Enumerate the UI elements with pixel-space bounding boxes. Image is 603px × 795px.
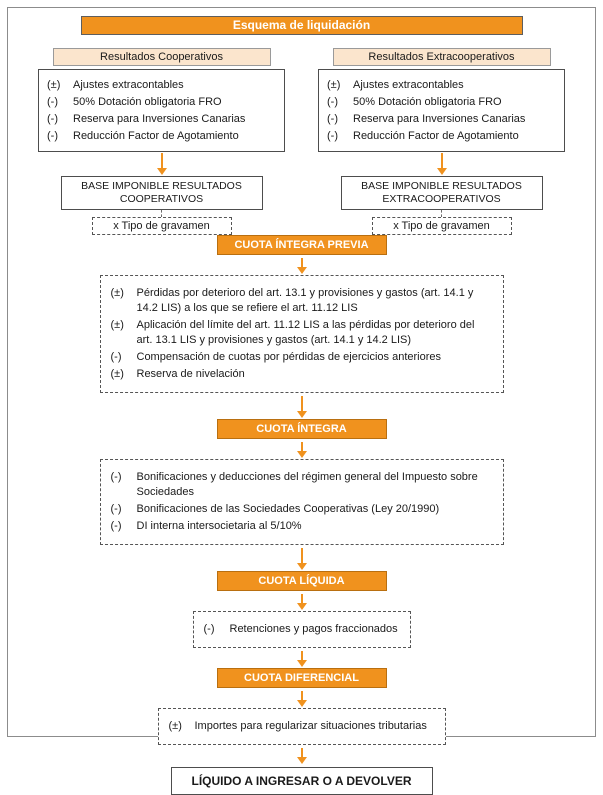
cuota-integra-adjustments-box: (-) Bonificaciones y deducciones del rég… bbox=[99, 459, 504, 545]
stage-cuota-liquida: CUOTA LÍQUIDA bbox=[216, 571, 387, 591]
down-arrow-icon bbox=[296, 257, 308, 275]
item-sign: (±) bbox=[110, 319, 124, 331]
item-text: Retenciones y pagos fraccionados bbox=[229, 623, 398, 635]
item-sign: (-) bbox=[110, 503, 122, 515]
down-arrow-icon bbox=[296, 593, 308, 611]
extracooperative-results-column: Resultados Extracooperativos (±) Ajustes… bbox=[318, 48, 565, 235]
adjustment-item: (±) Aplicación del límite del art. 11.12… bbox=[111, 318, 493, 348]
down-arrow-icon bbox=[296, 747, 308, 765]
item-text: Ajustes extracontables bbox=[353, 79, 464, 91]
item-text: Reserva de nivelación bbox=[136, 368, 245, 380]
stage-cuota-integra-previa: CUOTA ÍNTEGRA PREVIA bbox=[216, 235, 387, 255]
adjustment-item: (-) DI interna intersocietaria al 5/10% bbox=[111, 519, 493, 534]
item-text: Pérdidas por deterioro del art. 13.1 y p… bbox=[136, 287, 474, 314]
item-text: Bonificaciones de las Sociedades Coopera… bbox=[136, 503, 440, 515]
adjustment-item: (-) Reducción Factor de Agotamiento bbox=[327, 128, 556, 144]
item-text: Aplicación del límite del art. 11.12 LIS… bbox=[136, 319, 475, 346]
connector-line bbox=[161, 210, 162, 217]
item-sign: (-) bbox=[47, 96, 58, 108]
adjustment-item: (-) 50% Dotación obligatoria FRO bbox=[47, 94, 276, 110]
item-text: 50% Dotación obligatoria FRO bbox=[73, 96, 222, 108]
item-sign: (±) bbox=[110, 368, 124, 380]
tax-rate-box-cooperativos: x Tipo de gravamen bbox=[91, 217, 232, 235]
adjustment-item: (±) Importes para regularizar situacione… bbox=[169, 719, 435, 734]
down-arrow-icon bbox=[436, 152, 448, 176]
final-result-box: LÍQUIDO A INGRESAR O A DEVOLVER bbox=[170, 767, 433, 795]
stage-cuota-diferencial: CUOTA DIFERENCIAL bbox=[216, 668, 387, 688]
item-sign: (-) bbox=[47, 130, 58, 142]
adjustment-item: (-) Retenciones y pagos fraccionados bbox=[204, 622, 400, 637]
down-arrow-icon bbox=[156, 152, 168, 176]
stage-cuota-integra: CUOTA ÍNTEGRA bbox=[216, 419, 387, 439]
item-text: 50% Dotación obligatoria FRO bbox=[353, 96, 502, 108]
columns-row: Resultados Cooperativos (±) Ajustes extr… bbox=[16, 48, 587, 235]
item-text: Compensación de cuotas por pérdidas de e… bbox=[136, 351, 442, 363]
item-sign: (-) bbox=[327, 130, 338, 142]
item-text: Reducción Factor de Agotamiento bbox=[353, 130, 519, 142]
adjustment-item: (-) Reducción Factor de Agotamiento bbox=[47, 128, 276, 144]
item-text: Reducción Factor de Agotamiento bbox=[73, 130, 239, 142]
cuota-integra-previa-adjustments-box: (±) Pérdidas por deterioro del art. 13.1… bbox=[99, 275, 504, 393]
item-sign: (±) bbox=[327, 79, 341, 91]
item-text: DI interna intersocietaria al 5/10% bbox=[136, 520, 302, 532]
cooperative-results-column: Resultados Cooperativos (±) Ajustes extr… bbox=[38, 48, 285, 235]
base-imponible-cooperativos-box: BASE IMPONIBLE RESULTADOS COOPERATIVOS bbox=[60, 176, 263, 210]
item-sign: (±) bbox=[110, 287, 124, 299]
adjustment-item: (±) Reserva de nivelación bbox=[111, 367, 493, 382]
down-arrow-icon bbox=[296, 690, 308, 708]
base-imponible-extracooperativos-box: BASE IMPONIBLE RESULTADOS EXTRACOOPERATI… bbox=[340, 176, 543, 210]
item-text: Reserva para Inversiones Canarias bbox=[353, 113, 526, 125]
retenciones-box: (-) Retenciones y pagos fraccionados bbox=[192, 611, 411, 648]
adjustment-item: (±) Ajustes extracontables bbox=[47, 77, 276, 93]
adjustment-item: (-) Reserva para Inversiones Canarias bbox=[47, 111, 276, 127]
adjustment-item: (-) Bonificaciones y deducciones del rég… bbox=[111, 470, 493, 500]
adjustment-item: (-) Compensación de cuotas por pérdidas … bbox=[111, 350, 493, 365]
item-sign: (-) bbox=[110, 520, 122, 532]
item-sign: (-) bbox=[110, 351, 122, 363]
importes-regularizacion-box: (±) Importes para regularizar situacione… bbox=[157, 708, 446, 745]
item-text: Reserva para Inversiones Canarias bbox=[73, 113, 246, 125]
adjustment-item: (-) 50% Dotación obligatoria FRO bbox=[327, 94, 556, 110]
item-sign: (±) bbox=[168, 720, 182, 732]
item-text: Ajustes extracontables bbox=[73, 79, 184, 91]
column-header-cooperativos: Resultados Cooperativos bbox=[52, 48, 271, 66]
diagram-title: Esquema de liquidación bbox=[80, 16, 523, 35]
adjustment-item: (±) Ajustes extracontables bbox=[327, 77, 556, 93]
item-text: Importes para regularizar situaciones tr… bbox=[194, 720, 427, 732]
cooperative-adjustments-box: (±) Ajustes extracontables (-) 50% Dotac… bbox=[38, 69, 285, 152]
adjustment-item: (-) Reserva para Inversiones Canarias bbox=[327, 111, 556, 127]
item-sign: (±) bbox=[47, 79, 61, 91]
item-sign: (-) bbox=[327, 113, 338, 125]
extracooperative-adjustments-box: (±) Ajustes extracontables (-) 50% Dotac… bbox=[318, 69, 565, 152]
connector-line bbox=[441, 210, 442, 217]
tax-rate-box-extracooperativos: x Tipo de gravamen bbox=[371, 217, 512, 235]
down-arrow-icon bbox=[296, 441, 308, 459]
item-sign: (-) bbox=[110, 471, 122, 483]
down-arrow-icon bbox=[296, 650, 308, 668]
item-sign: (-) bbox=[47, 113, 58, 125]
item-text: Bonificaciones y deducciones del régimen… bbox=[136, 471, 478, 498]
item-sign: (-) bbox=[327, 96, 338, 108]
down-arrow-icon bbox=[296, 395, 308, 419]
diagram-frame: Esquema de liquidación Resultados Cooper… bbox=[7, 7, 596, 795]
column-header-extracooperativos: Resultados Extracooperativos bbox=[332, 48, 551, 66]
adjustment-item: (-) Bonificaciones de las Sociedades Coo… bbox=[111, 502, 493, 517]
adjustment-item: (±) Pérdidas por deterioro del art. 13.1… bbox=[111, 286, 493, 316]
item-sign: (-) bbox=[203, 623, 215, 635]
down-arrow-icon bbox=[296, 547, 308, 571]
